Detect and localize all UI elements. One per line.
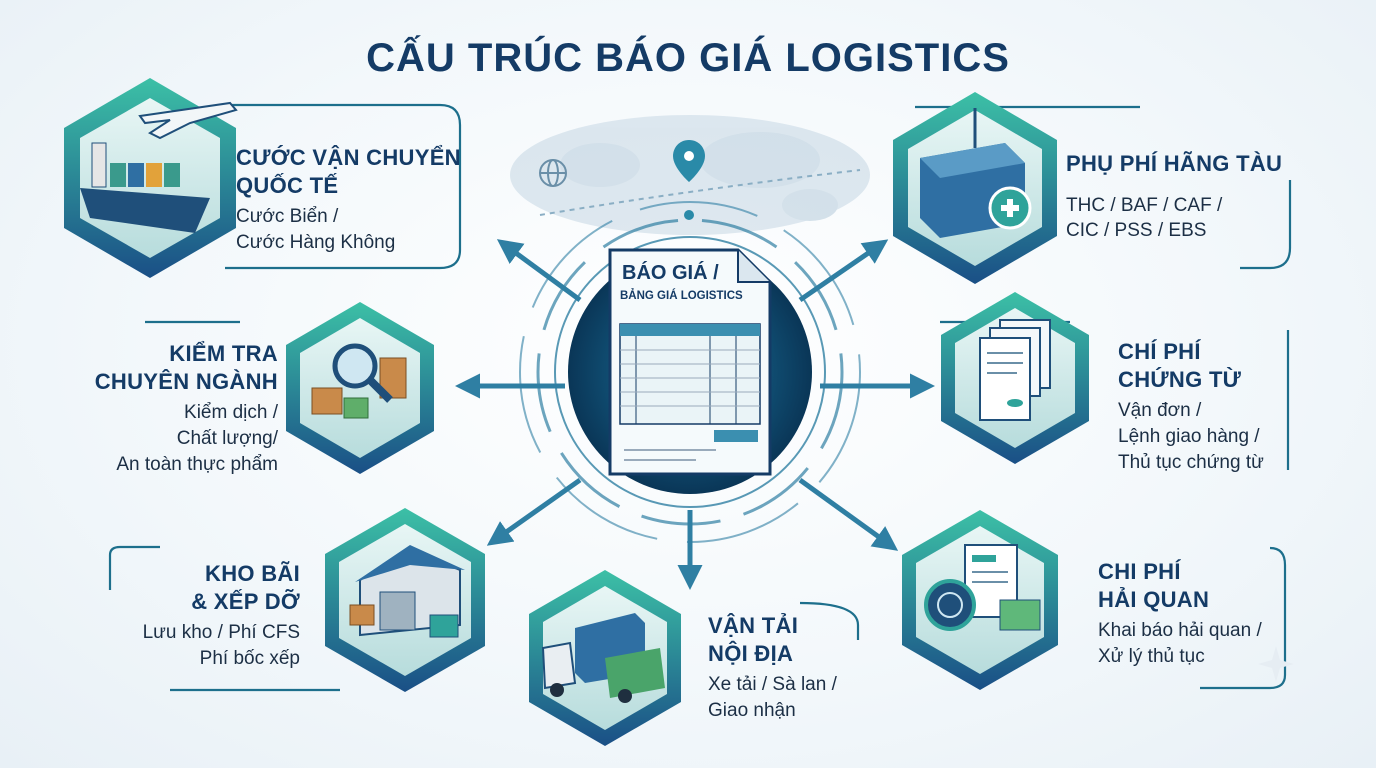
node-detail: CIC / PSS / EBS (1066, 220, 1207, 242)
location-pin-icon (673, 140, 705, 220)
label-specialized-inspection: KIỂM TRA CHUYÊN NGÀNH Kiểm dịch / Chất l… (60, 340, 278, 476)
label-carrier-surcharges: PHỤ PHÍ HÃNG TÀU THC / BAF / CAF / CIC /… (1066, 150, 1282, 243)
node-document-fees (941, 292, 1089, 464)
warehouse-forklift-icon (349, 545, 465, 638)
node-carrier-surcharges (893, 92, 1057, 284)
node-detail: Thủ tục chứng từ (1118, 451, 1264, 473)
magnifier-boxes-icon (311, 343, 407, 419)
node-title: CHUYÊN NGÀNH (94, 368, 278, 394)
quote-document: BÁO GIÁ / BẢNG GIÁ LOGISTICS (606, 246, 774, 478)
node-international-freight (64, 78, 238, 278)
node-title: PHỤ PHÍ HÃNG TÀU (1066, 151, 1283, 176)
node-title: KIỂM TRA (169, 341, 278, 366)
documents-icon (979, 319, 1051, 421)
label-inland-transport: VẬN TẢI NỘI ĐỊA Xe tải / Sà lan / Giao n… (708, 612, 837, 723)
node-detail: An toàn thực phẩm (116, 453, 278, 475)
node-detail: Cước Biển / (236, 206, 339, 227)
label-customs: CHI PHÍ HẢI QUAN Khai báo hải quan / Xử … (1098, 558, 1262, 669)
node-title: & XẾP DỠ (191, 588, 300, 614)
label-warehousing: KHO BÃI & XẾP DỠ Lưu kho / Phí CFS Phí b… (100, 560, 300, 671)
route-dashed-line (539, 169, 861, 216)
node-detail: Cước Hàng Không (236, 231, 396, 253)
node-warehousing (325, 508, 485, 692)
ship-plane-icon (80, 101, 238, 233)
connector-arrows (455, 239, 935, 590)
truck-container-icon (541, 613, 665, 703)
node-title: CƯỚC VẬN CHUYỂN (236, 145, 461, 170)
center-title: BÁO GIÁ / (622, 262, 719, 284)
node-title: VẬN TẢI (708, 613, 799, 638)
node-detail: Chất lượng/ (176, 427, 278, 449)
node-detail: Vận đơn / (1118, 400, 1202, 421)
node-detail: Phí bốc xếp (199, 647, 300, 669)
node-inland-transport (529, 570, 681, 746)
node-title: CHÍ PHÍ (1118, 339, 1201, 364)
node-specialized-inspection (286, 302, 434, 474)
container-plus-icon (920, 108, 1032, 238)
node-detail: Lưu kho / Phí CFS (142, 622, 300, 643)
customs-seal-icon (924, 544, 1041, 631)
page-title: CẤU TRÚC BÁO GIÁ LOGISTICS (366, 36, 1010, 80)
node-detail: Xử lý thủ tục (1098, 645, 1205, 667)
node-detail: Giao nhận (708, 699, 796, 721)
node-title: QUỐC TẾ (236, 172, 339, 198)
sparkle-icon (1258, 646, 1294, 682)
node-title: CHI PHÍ (1098, 559, 1181, 584)
node-detail: Khai báo hải quan / (1098, 620, 1262, 641)
node-title: NỘI ĐỊA (708, 640, 794, 666)
node-customs (902, 510, 1058, 690)
center-subtitle: BẢNG GIÁ LOGISTICS (620, 290, 743, 302)
label-international-freight: CƯỚC VẬN CHUYỂN QUỐC TẾ Cước Biển / Cước… (236, 144, 461, 255)
callout-brackets (108, 103, 1292, 692)
globe-icon (539, 159, 567, 187)
node-title: CHỨNG TỪ (1118, 366, 1242, 392)
document-icon (608, 248, 772, 476)
node-detail: Lệnh giao hàng / (1118, 425, 1260, 447)
node-detail: THC / BAF / CAF / (1066, 194, 1223, 216)
node-title: HẢI QUAN (1098, 586, 1210, 612)
label-document-fees: CHÍ PHÍ CHỨNG TỪ Vận đơn / Lệnh giao hàn… (1118, 338, 1264, 474)
node-detail: Kiểm dịch / (184, 402, 278, 423)
node-detail: Xe tải / Sà lan / (708, 674, 837, 695)
node-title: KHO BÃI (205, 561, 300, 586)
